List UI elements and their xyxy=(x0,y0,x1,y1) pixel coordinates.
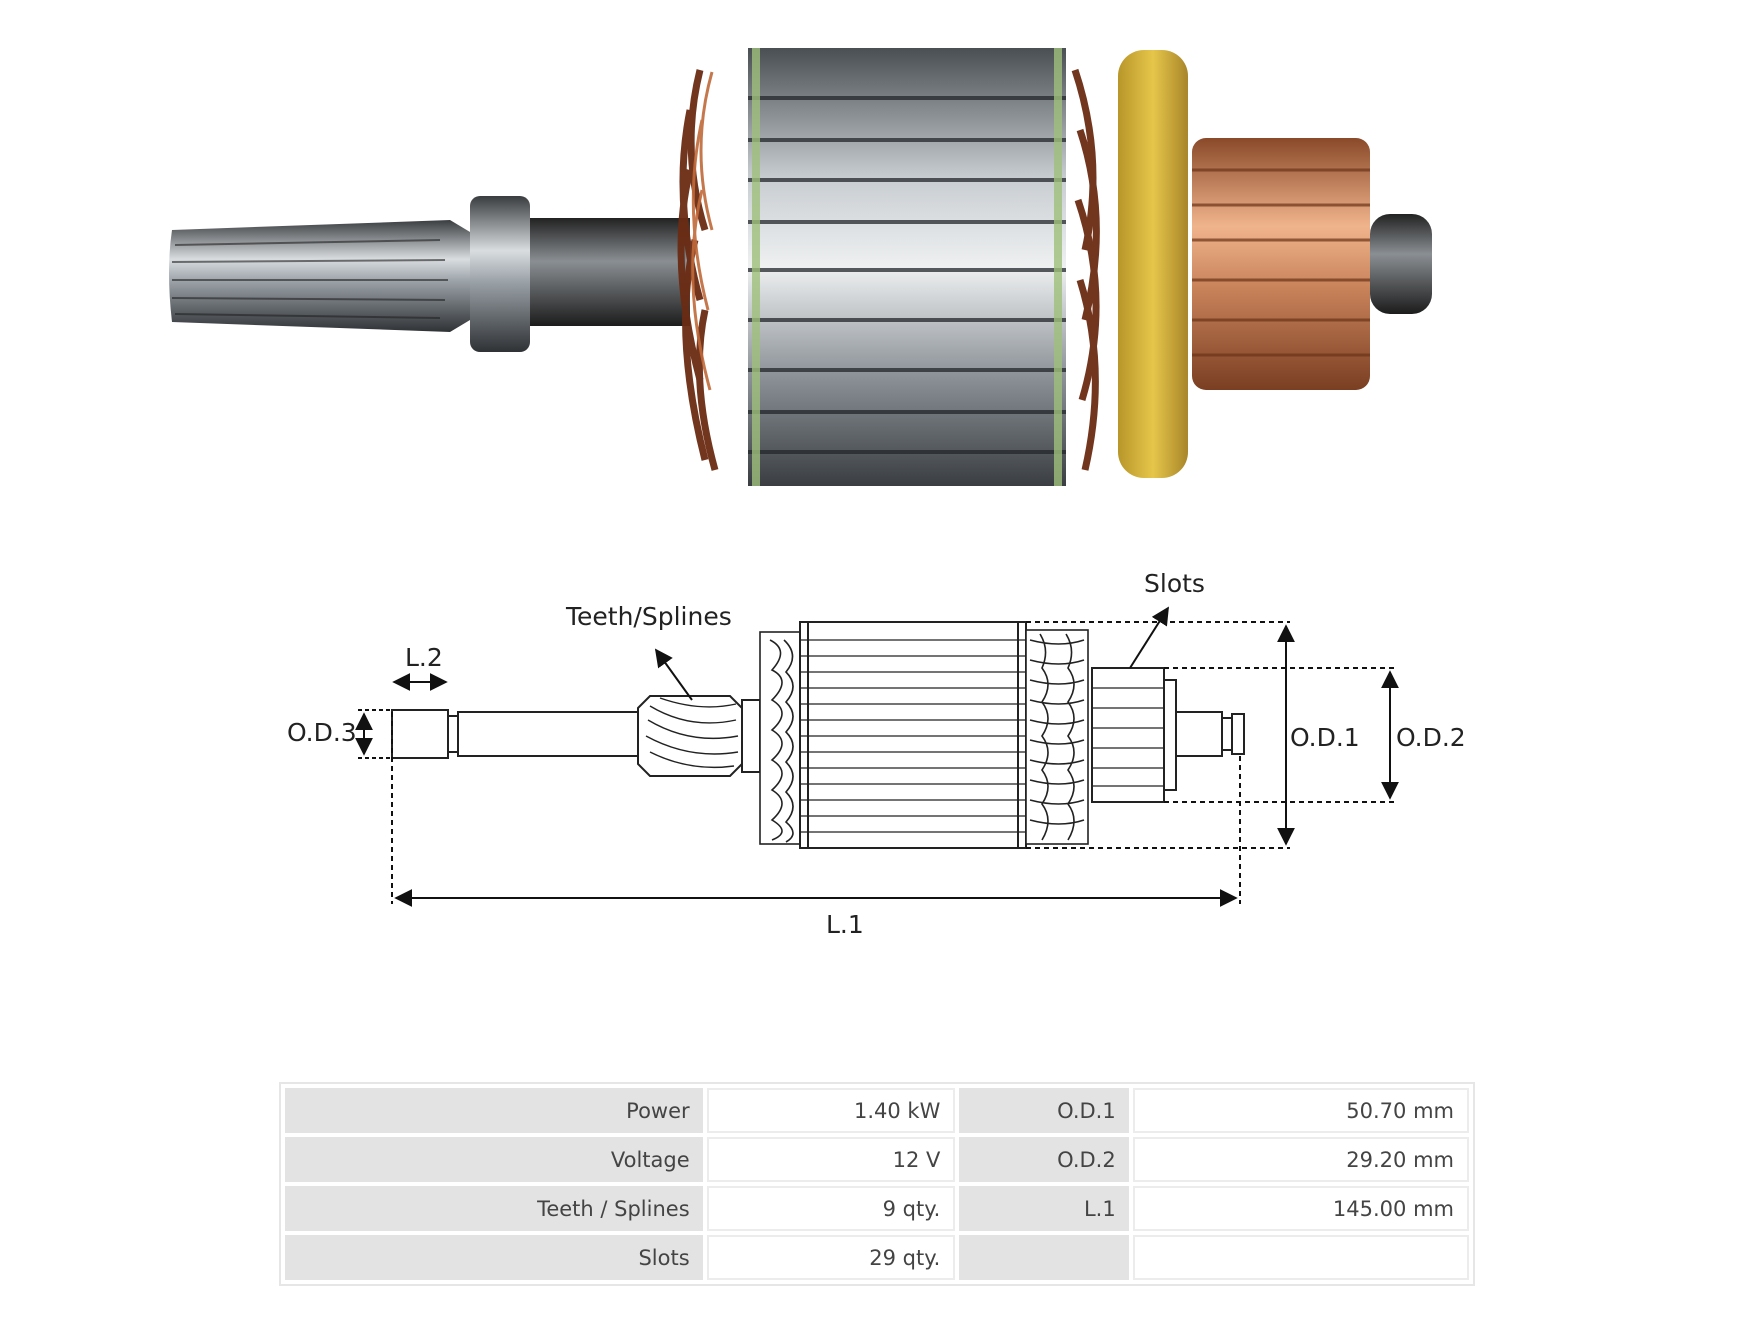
drawing-shaft xyxy=(457,711,639,757)
spec-value: 12 V xyxy=(706,1137,956,1182)
spec-value: 50.70 mm xyxy=(1132,1088,1469,1133)
table-row: Power 1.40 kW O.D.1 50.70 mm xyxy=(285,1088,1469,1133)
teeth-splines-leader xyxy=(654,648,693,701)
spec-value: 9 qty. xyxy=(706,1186,956,1231)
spec-label: Power xyxy=(285,1088,703,1133)
spec-value: 29 qty. xyxy=(706,1235,956,1280)
spec-label: O.D.1 xyxy=(959,1088,1129,1133)
label-od3: O.D.3 xyxy=(287,718,357,747)
drawing-commutator xyxy=(1091,667,1165,803)
slots-leader xyxy=(1129,606,1169,669)
spec-value: 145.00 mm xyxy=(1132,1186,1469,1231)
label-slots: Slots xyxy=(1144,569,1205,598)
commutator xyxy=(1192,138,1370,390)
spec-label xyxy=(959,1235,1129,1280)
spec-value xyxy=(1132,1235,1469,1280)
technical-drawing xyxy=(391,621,1245,849)
spec-label: Teeth / Splines xyxy=(285,1186,703,1231)
shaft-collar xyxy=(470,196,530,352)
drawing-windings-right xyxy=(1025,629,1089,845)
dimension-lines xyxy=(355,606,1399,907)
windings-right xyxy=(1071,68,1100,471)
spec-label: O.D.2 xyxy=(959,1137,1129,1182)
insulator-ring xyxy=(1118,50,1188,478)
label-l2: L.2 xyxy=(405,643,443,672)
table-row: Teeth / Splines 9 qty. L.1 145.00 mm xyxy=(285,1186,1469,1231)
spec-value: 1.40 kW xyxy=(706,1088,956,1133)
table-row: Voltage 12 V O.D.2 29.20 mm xyxy=(285,1137,1469,1182)
label-od2: O.D.2 xyxy=(1396,723,1466,752)
drawing-core xyxy=(799,621,1027,849)
spec-label: Slots xyxy=(285,1235,703,1280)
spec-value: 29.20 mm xyxy=(1132,1137,1469,1182)
shaft-end xyxy=(1370,214,1432,314)
drawing-windings-left xyxy=(759,631,801,845)
label-teeth-splines: Teeth/Splines xyxy=(565,602,732,631)
drawing-shaft-end xyxy=(391,709,449,759)
spec-label: Voltage xyxy=(285,1137,703,1182)
armature-core xyxy=(748,48,1066,486)
armature-photo xyxy=(169,48,1432,486)
table-row: Slots 29 qty. xyxy=(285,1235,1469,1280)
spec-label: L.1 xyxy=(959,1186,1129,1231)
spec-table: Power 1.40 kW O.D.1 50.70 mm Voltage 12 … xyxy=(279,1082,1475,1286)
label-l1: L.1 xyxy=(826,910,864,939)
label-od1: O.D.1 xyxy=(1290,723,1360,752)
spline-shaft xyxy=(169,220,470,332)
drawing-rear-shaft xyxy=(1175,711,1223,757)
shaft-neck xyxy=(530,218,690,326)
